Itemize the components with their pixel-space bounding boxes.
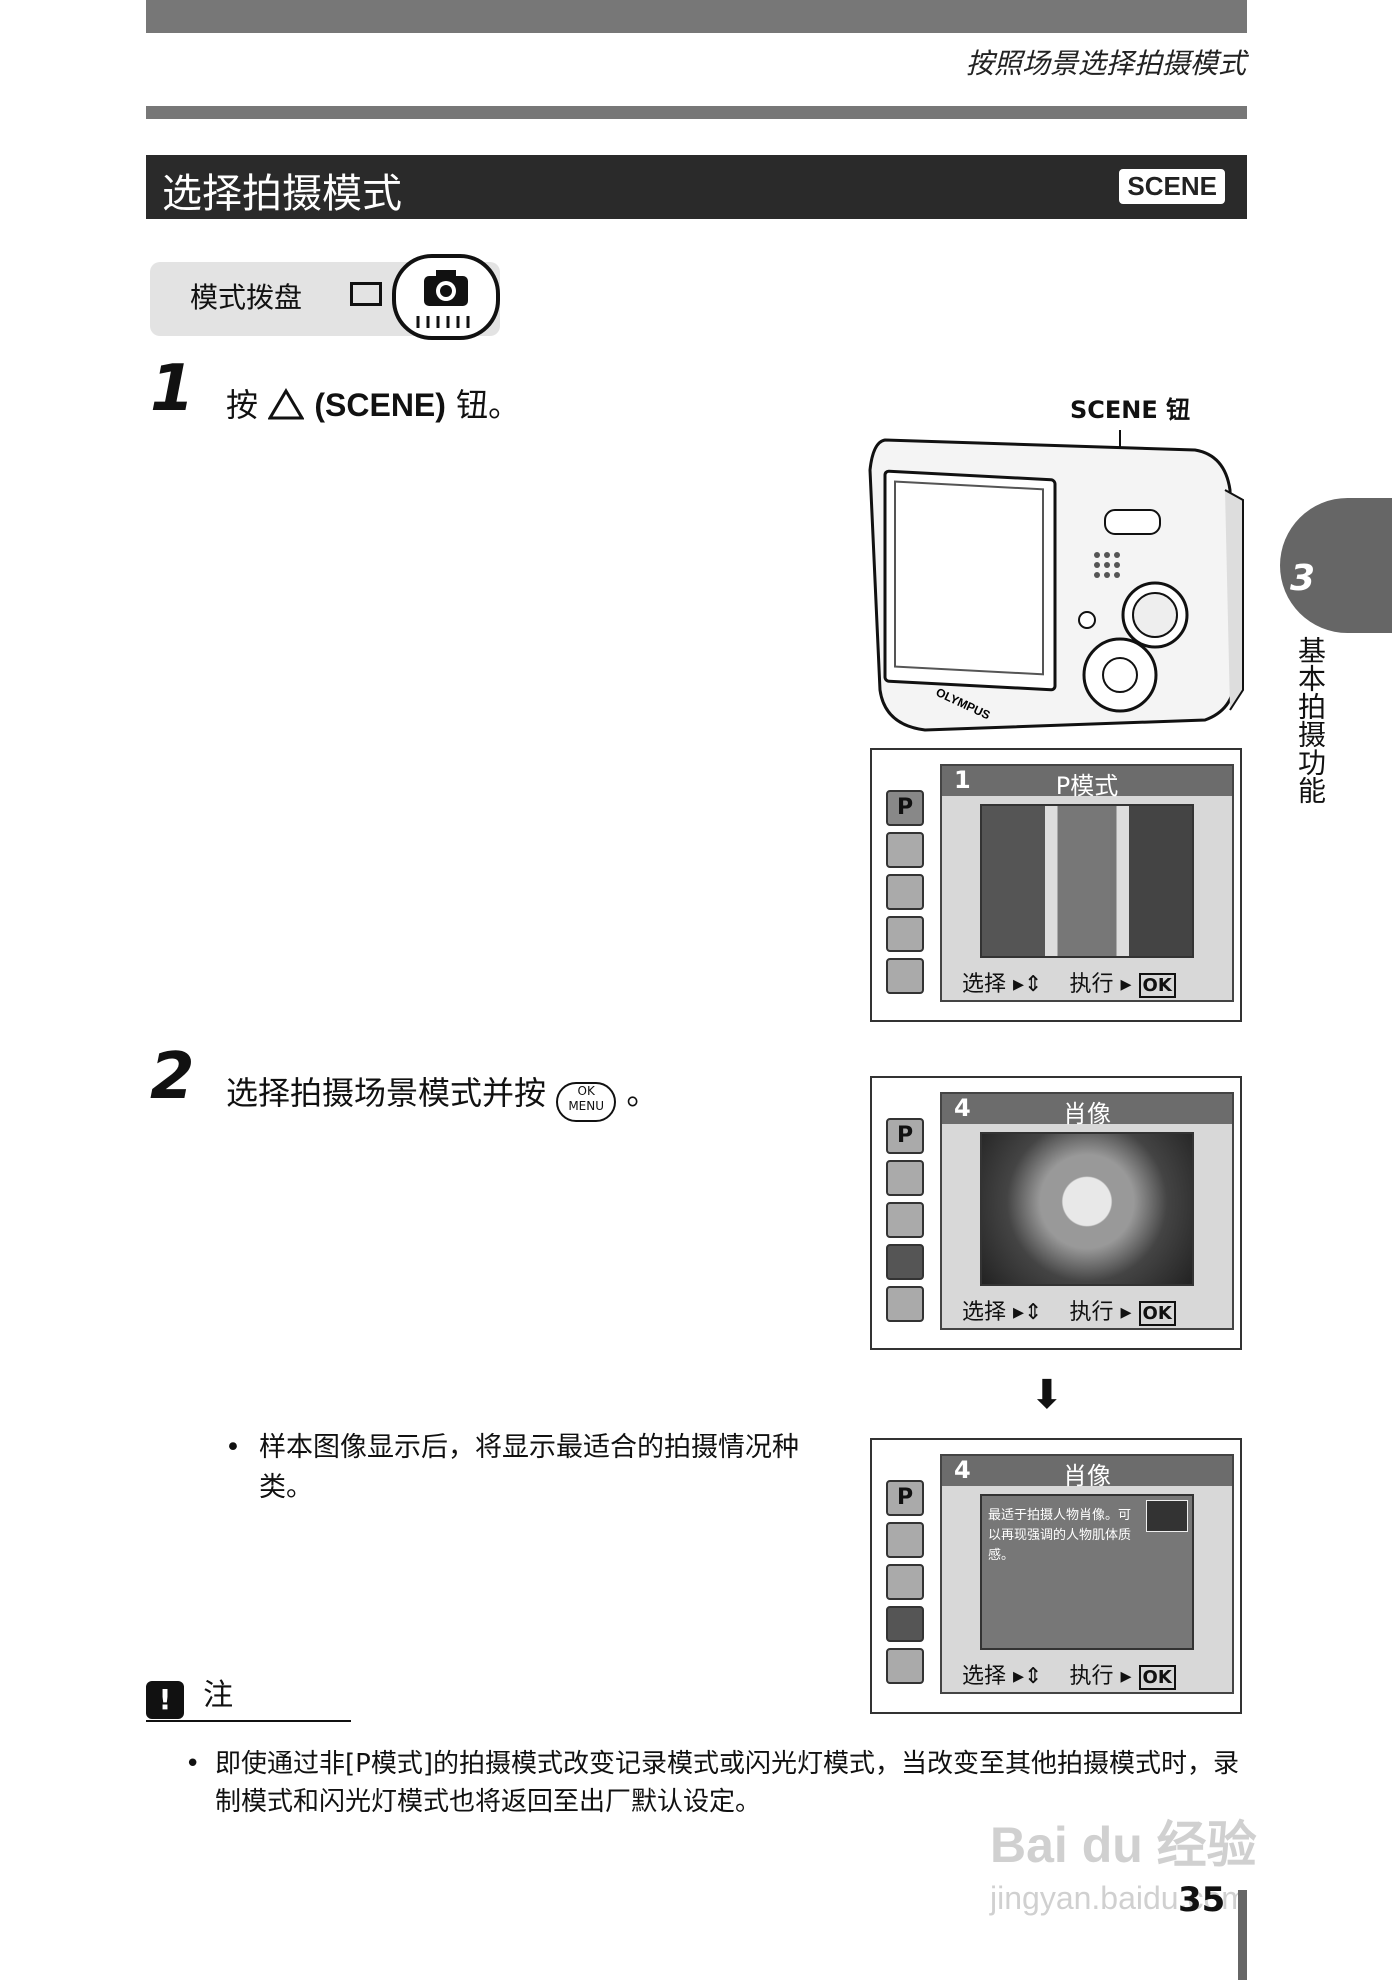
landscape-icon (886, 1522, 924, 1558)
portrait-icon (886, 1606, 924, 1642)
lcd-title: 肖像 (1063, 1462, 1111, 1490)
lcd-number: 1 (954, 766, 971, 794)
note-heading: ! 注 (146, 1670, 233, 1719)
top-rule (146, 0, 1247, 33)
lcd-number: 4 (954, 1456, 971, 1484)
lcd-header: 4 肖像 (942, 1094, 1232, 1128)
p-mode-icon: P (886, 1118, 924, 1154)
note-rule (146, 1720, 351, 1722)
sample-collage-image (980, 804, 1194, 958)
mode-sidebar: P (886, 790, 924, 1000)
portrait-sample-image (980, 1132, 1194, 1286)
p-mode-icon: P (886, 1480, 924, 1516)
chapter-tab (1280, 498, 1392, 633)
landscape-icon (886, 832, 924, 868)
portrait-icon (886, 1244, 924, 1280)
night-icon (886, 1648, 924, 1684)
running-title: 按照场景选择拍摄模式 (965, 47, 1246, 80)
scene-description: 最适于拍摄人物肖像。可以再现强调的人物肌体质感。 (988, 1508, 1132, 1563)
description-box: 最适于拍摄人物肖像。可以再现强调的人物肌体质感。 (980, 1494, 1194, 1650)
bullet-dot: • (185, 1749, 201, 1779)
section-bar: 选择拍摄模式 SCENE (146, 155, 1247, 219)
lcd-screen-1: P 1 P模式 选择 ▸⇕ 执行 ▸ OK (870, 748, 1242, 1022)
footer-exec: 执行 (1069, 972, 1114, 997)
ok-label: OK (577, 1084, 595, 1098)
step-2-text: 选择拍摄场景模式并按 OK MENU 。 (226, 1068, 658, 1122)
footer-select: 选择 (962, 972, 1007, 997)
mode-sidebar: P (886, 1118, 924, 1328)
page-number: 35 (1178, 1880, 1226, 1920)
step-2-number: 2 (150, 1040, 195, 1114)
lcd-header: 4 肖像 (942, 1456, 1232, 1490)
night-icon (886, 958, 924, 994)
footer-select: 选择 (962, 1300, 1007, 1325)
bullet-item: • 样本图像显示后，将显示最适合的拍摄情况种类。 (225, 1428, 815, 1508)
lcd-display-1: 1 P模式 选择 ▸⇕ 执行 ▸ OK (940, 764, 1234, 1002)
portrait-thumb (1146, 1500, 1188, 1532)
note-text: 即使通过非[P模式]的拍摄模式改变记录模式或闪光灯模式，当改变至其他拍摄模式时，… (215, 1749, 1239, 1817)
lcd-title: 肖像 (1063, 1100, 1111, 1128)
mode-sidebar: P (886, 1480, 924, 1690)
step-1-post: 钮。 (456, 386, 521, 424)
landscape-portrait-icon (886, 874, 924, 910)
menu-label: MENU (568, 1099, 605, 1113)
lcd-footer: 选择 ▸⇕ 执行 ▸ OK (942, 1294, 1232, 1326)
night-icon (886, 1286, 924, 1322)
note-title: 注 (203, 1678, 234, 1713)
lcd-title: P模式 (1055, 772, 1119, 800)
lcd-display-3: 4 肖像 最适于拍摄人物肖像。可以再现强调的人物肌体质感。 选择 ▸⇕ 执行 ▸… (940, 1454, 1234, 1694)
chapter-title: 基本拍摄功能 (1294, 636, 1327, 804)
step-1-text: 按 (SCENE) 钮。 (226, 380, 520, 428)
camera-illustration: OLYMPUS (865, 430, 1245, 754)
footer-select: 选择 (962, 1664, 1007, 1689)
header-rule (146, 106, 1247, 119)
footer-exec: 执行 (1069, 1300, 1114, 1325)
bullet-text: 样本图像显示后，将显示最适合的拍摄情况种类。 (259, 1432, 799, 1503)
lcd-footer: 选择 ▸⇕ 执行 ▸ OK (942, 966, 1232, 998)
caution-icon: ! (146, 1681, 184, 1719)
landscape-portrait-icon (886, 1202, 924, 1238)
p-mode-icon: P (886, 790, 924, 826)
section-title: 选择拍摄模式 (162, 171, 402, 217)
lcd-footer: 选择 ▸⇕ 执行 ▸ OK (942, 1658, 1232, 1690)
footer-exec: 执行 (1069, 1664, 1114, 1689)
ok-icon: OK (1138, 973, 1176, 998)
scene-badge: SCENE (1119, 169, 1225, 204)
lcd-screen-3: P 4 肖像 最适于拍摄人物肖像。可以再现强调的人物肌体质感。 选择 ▸⇕ 执行… (870, 1438, 1242, 1714)
down-arrow-icon: ⬇ (1030, 1372, 1064, 1418)
chapter-number: 3 (1290, 558, 1316, 599)
triangle-up-icon (267, 388, 305, 428)
lcd-display-2: 4 肖像 选择 ▸⇕ 执行 ▸ OK (940, 1092, 1234, 1330)
dial-rect-icon (350, 282, 382, 306)
ok-icon: OK (1138, 1301, 1176, 1326)
camera-mode-icon (392, 254, 500, 340)
step-1-pre: 按 (226, 386, 259, 424)
portrait-icon (886, 916, 924, 952)
lcd-screen-2: P 4 肖像 选择 ▸⇕ 执行 ▸ OK (870, 1076, 1242, 1350)
step-2-post: 。 (626, 1074, 659, 1112)
watermark-brand: Bai du 经验 (990, 1817, 1257, 1873)
step-1-number: 1 (150, 352, 195, 426)
page-bar (1238, 1890, 1247, 1980)
landscape-icon (886, 1160, 924, 1196)
lcd-header: 1 P模式 (942, 766, 1232, 800)
watermark-url: jingyan.baidu.com (990, 1880, 1248, 1916)
step-1-scene: (SCENE) (314, 387, 446, 423)
mode-dial-box: 模式拨盘 (150, 254, 500, 340)
bullet-dot: • (225, 1432, 241, 1463)
ok-menu-button-icon: OK MENU (556, 1082, 617, 1122)
scene-button-label: SCENE 钮 (1070, 396, 1191, 424)
ok-icon: OK (1138, 1665, 1176, 1690)
lcd-number: 4 (954, 1094, 971, 1122)
note-body: • 即使通过非[P模式]的拍摄模式改变记录模式或闪光灯模式，当改变至其他拍摄模式… (185, 1745, 1250, 1821)
step-2-body: 选择拍摄场景模式并按 (226, 1074, 547, 1112)
landscape-portrait-icon (886, 1564, 924, 1600)
mode-dial-label: 模式拨盘 (190, 281, 303, 314)
